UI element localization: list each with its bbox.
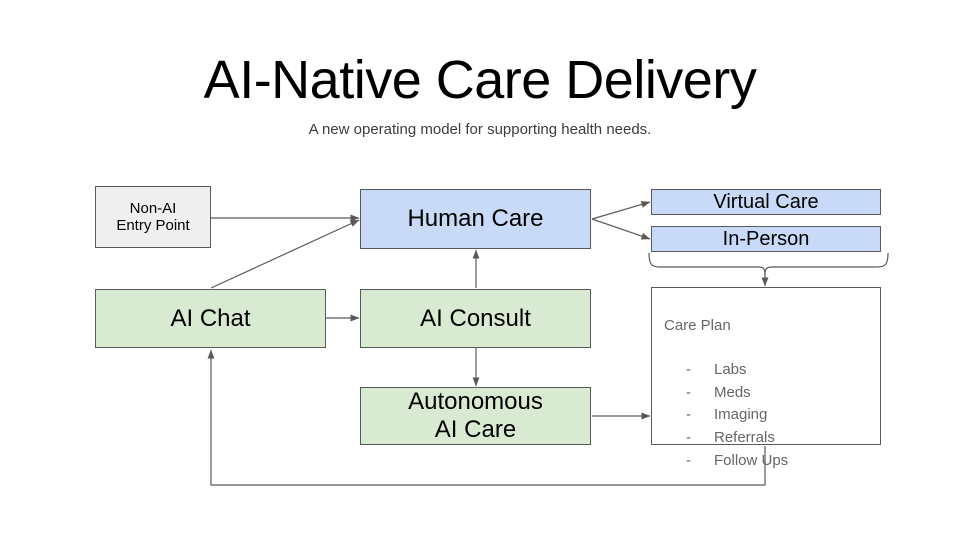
care-plan-item-label: Referrals (714, 429, 775, 447)
node-virtual-care[interactable]: Virtual Care (651, 189, 881, 215)
bullet-marker: - (686, 429, 691, 447)
care-plan-list: - Labs - Meds - Imaging - Referrals - Follow Ups (664, 359, 880, 473)
care-plan-item: - Referrals (686, 427, 880, 450)
bullet-marker: - (686, 360, 691, 378)
care-plan-title: Care Plan (664, 317, 731, 335)
node-human-care[interactable]: Human Care (360, 189, 591, 249)
bullet-marker: - (686, 383, 691, 401)
node-care-plan[interactable]: Care Plan - Labs - Meds - Imaging - Referrals - F… (651, 287, 881, 469)
care-plan-item: - Follow Ups (686, 450, 880, 473)
edge-humancare-to-virtualcare (591, 201, 651, 220)
care-plan-item: - Meds (686, 382, 880, 405)
node-in-person[interactable]: In-Person (651, 226, 881, 252)
node-ai-consult[interactable]: AI Consult (360, 289, 591, 348)
edge-humancare-to-inperson (591, 218, 651, 240)
bullet-marker: - (686, 451, 691, 469)
node-ai-chat[interactable]: AI Chat (95, 289, 326, 348)
care-plan-item: - Imaging (686, 404, 880, 427)
care-plan-item-label: Imaging (714, 406, 768, 424)
edge-aichat-to-humancare (210, 219, 360, 289)
care-plan-item: - Labs (686, 359, 880, 382)
page-subtitle: A new operating model for supporting hea… (308, 121, 652, 138)
brace-virtual-inperson (648, 252, 889, 276)
node-autonomous-ai-care[interactable]: Autonomous AI Care (360, 387, 591, 445)
care-plan-item-label: Follow Ups (714, 451, 789, 469)
care-plan-item-label: Labs (714, 360, 747, 378)
node-non-ai-entry-point[interactable]: Non-AI Entry Point (95, 186, 211, 248)
care-plan-item-label: Meds (714, 383, 751, 401)
bullet-marker: - (686, 406, 691, 424)
page-title: AI-Native Care Delivery (203, 50, 757, 110)
